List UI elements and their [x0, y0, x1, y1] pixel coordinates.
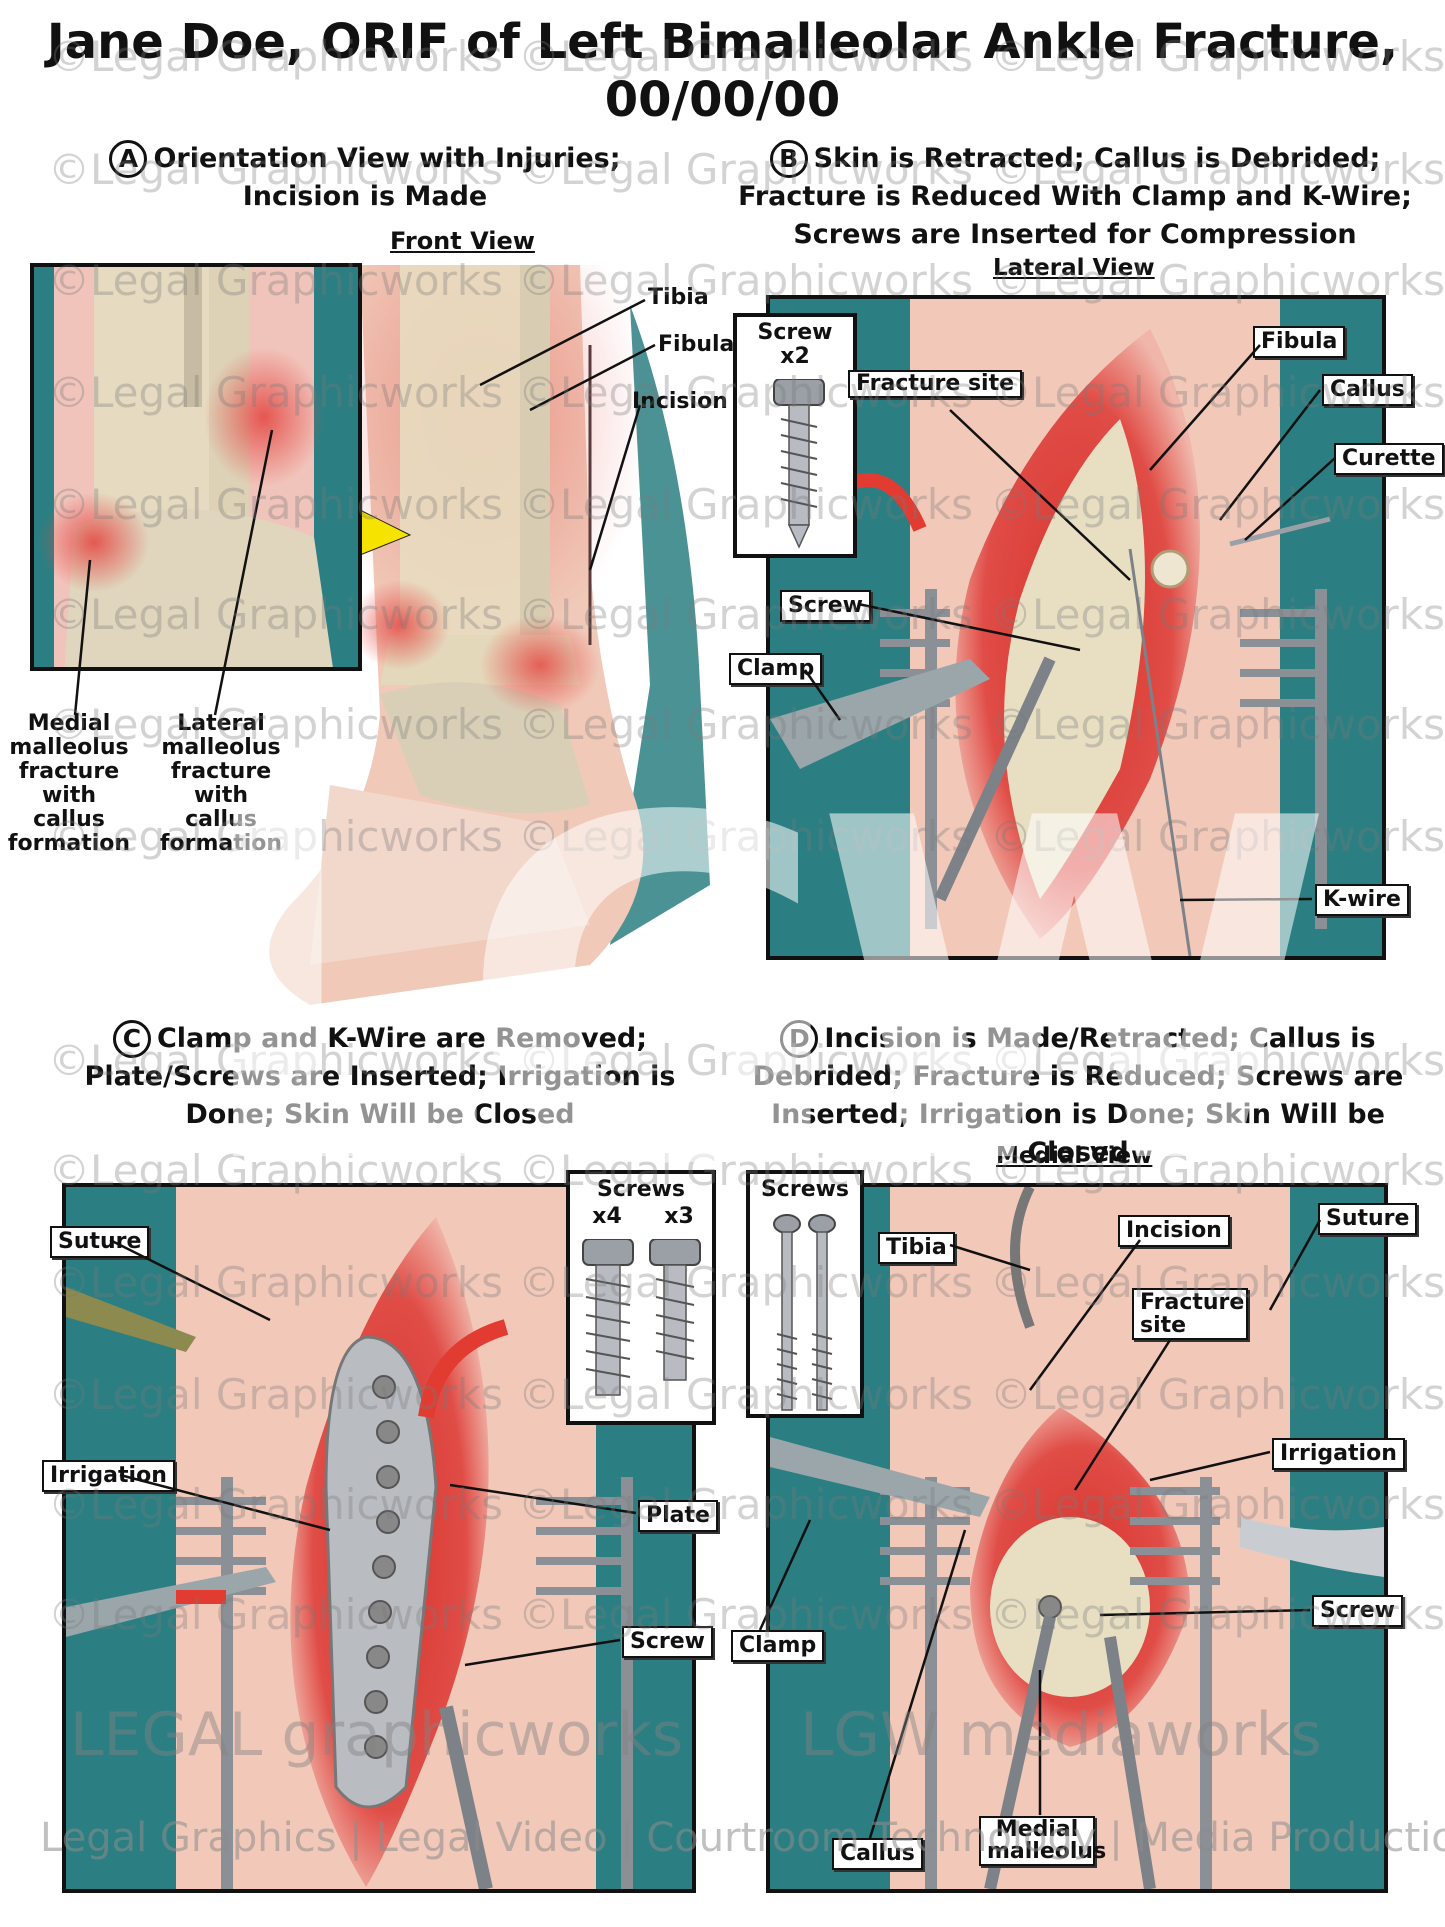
panel-c-letter: C [112, 1020, 151, 1058]
label-c-screw: Screw [622, 1626, 713, 1658]
label-a-medial-malleolus: Medial malleolus fracture with callus fo… [7, 711, 131, 856]
brand-right-watermark: LGW mediaworks [800, 1700, 1322, 1770]
footer-watermark: Legal Graphics | Legal Video | Courtroom… [40, 1815, 1445, 1861]
label-d-clamp: Clamp [731, 1630, 825, 1662]
panel-c-screw-box: Screws x4 x3 [566, 1170, 716, 1425]
label-c-suture: Suture [50, 1226, 150, 1258]
label-d-irrigation: Irrigation [1272, 1438, 1405, 1470]
label-b-curette: Curette [1334, 443, 1444, 475]
label-d-tibia: Tibia [878, 1232, 955, 1264]
label-d-screw: Screw [1312, 1595, 1403, 1627]
label-b-kwire: K-wire [1315, 884, 1409, 916]
screws-icon [582, 1239, 701, 1396]
page-title-line2: 00/00/00 [604, 72, 841, 128]
cannulated-screws-icon [773, 1214, 836, 1411]
label-d-fracture-site: Fracture site [1132, 1288, 1248, 1340]
label-a-tibia: Tibia [648, 285, 709, 310]
panel-a-inset [30, 263, 362, 671]
label-d-suture: Suture [1318, 1203, 1418, 1235]
label-a-fibula: Fibula [658, 332, 735, 357]
label-b-fibula: Fibula [1253, 326, 1346, 358]
label-d-callus: Callus [832, 1838, 923, 1870]
panel-b-screw-box: Screw x2 [733, 313, 857, 558]
screw-icon [773, 379, 825, 549]
label-b-fracture-site: Fracture site [848, 370, 1023, 398]
label-b-screw: Screw [780, 590, 871, 622]
panel-d-letter: D [780, 1020, 819, 1058]
panel-b-view-label: Lateral View [993, 255, 1155, 281]
label-a-incision: Incision [632, 389, 728, 414]
panel-d-screw-box: Screws [746, 1170, 864, 1418]
label-a-lateral-malleolus: Lateral malleolus fracture with callus f… [159, 711, 283, 856]
label-b-callus: Callus [1322, 374, 1413, 406]
label-b-clamp: Clamp [729, 653, 823, 685]
brand-left-watermark: LEGAL graphicworks [70, 1700, 684, 1770]
label-d-incision: Incision [1118, 1215, 1230, 1247]
label-c-plate: Plate [638, 1500, 718, 1532]
panel-b-letter: B [769, 140, 808, 178]
panel-d-view-label: Medial View [996, 1143, 1153, 1169]
page-title-line1: Jane Doe, ORIF of Left Bimalleolar Ankle… [46, 14, 1399, 70]
panel-a-letter: A [109, 140, 148, 178]
panel-a-view-label: Front View [390, 227, 535, 255]
label-d-medial-malleolus: Medial malleolus [979, 1816, 1106, 1866]
label-c-irrigation: Irrigation [42, 1460, 175, 1492]
